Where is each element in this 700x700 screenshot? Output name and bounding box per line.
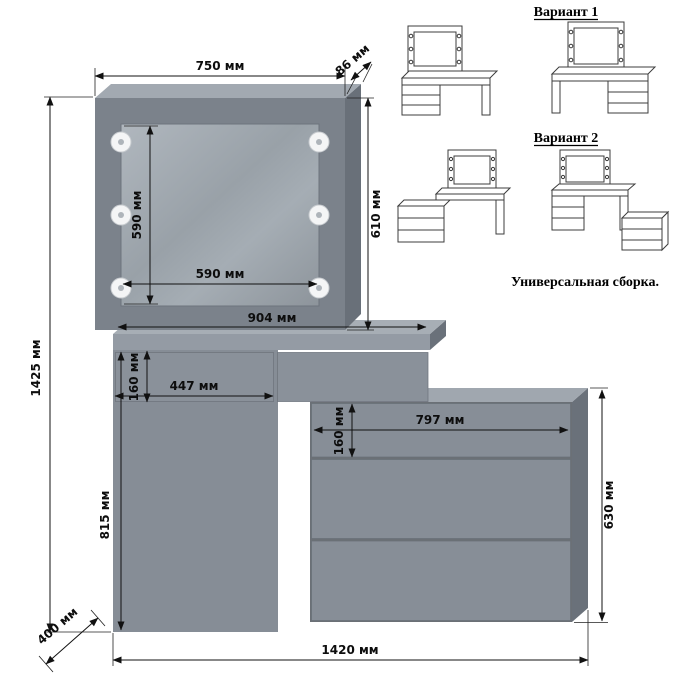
dim-mirror-height: 610 мм	[369, 190, 383, 239]
dim-table-height: 815 мм	[98, 491, 112, 540]
dim-total-height: 1425 мм	[29, 339, 43, 396]
mirror-top-face	[95, 84, 361, 98]
dim-depth: 400 мм	[34, 605, 80, 648]
chest-drawer-3	[311, 540, 571, 621]
chest-of-drawers	[310, 388, 588, 622]
tabletop-side-face	[430, 320, 446, 350]
variant2-label: Вариант 2	[534, 131, 599, 146]
dim-table-drawer-width: 447 мм	[170, 379, 219, 393]
light-bulb-icon	[308, 131, 330, 153]
dim-table-drawer-height: 160 мм	[127, 353, 141, 402]
dim-tabletop-width: 904 мм	[248, 311, 297, 325]
table-drawer-right	[277, 352, 429, 402]
dim-mirror-width: 750 мм	[196, 59, 245, 73]
light-bulb-icon	[308, 277, 330, 299]
variant2-sketch-b	[550, 149, 670, 252]
dim-mirror-depth: 86 мм	[333, 41, 373, 78]
variant2-sketch-a	[396, 149, 512, 243]
mirror-side-face	[345, 84, 361, 330]
mirror-unit	[95, 84, 361, 330]
dim-chest-inner-width: 797 мм	[416, 413, 465, 427]
universal-assembly-note: Универсальная сборка.	[511, 275, 659, 290]
tabletop-front-edge	[113, 334, 430, 350]
dim-chest-drawer-height: 160 мм	[332, 407, 346, 456]
light-bulb-icon	[110, 131, 132, 153]
assembly-variants: Вариант 1 Вариант 2	[396, 5, 670, 290]
dim-glass-height: 590 мм	[130, 191, 144, 240]
chest-side-face	[572, 388, 588, 622]
dim-glass-width: 590 мм	[196, 267, 245, 281]
variant1-sketch-b	[550, 21, 657, 114]
variant1-label: Вариант 1	[534, 5, 599, 20]
dim-chest-height: 630 мм	[602, 481, 616, 530]
light-bulb-icon	[110, 204, 132, 226]
dim-total-width: 1420 мм	[321, 643, 378, 657]
chest-drawer-2	[311, 459, 571, 539]
light-bulb-icon	[308, 204, 330, 226]
variant1-sketch-a	[400, 25, 499, 116]
light-bulb-icon	[110, 277, 132, 299]
